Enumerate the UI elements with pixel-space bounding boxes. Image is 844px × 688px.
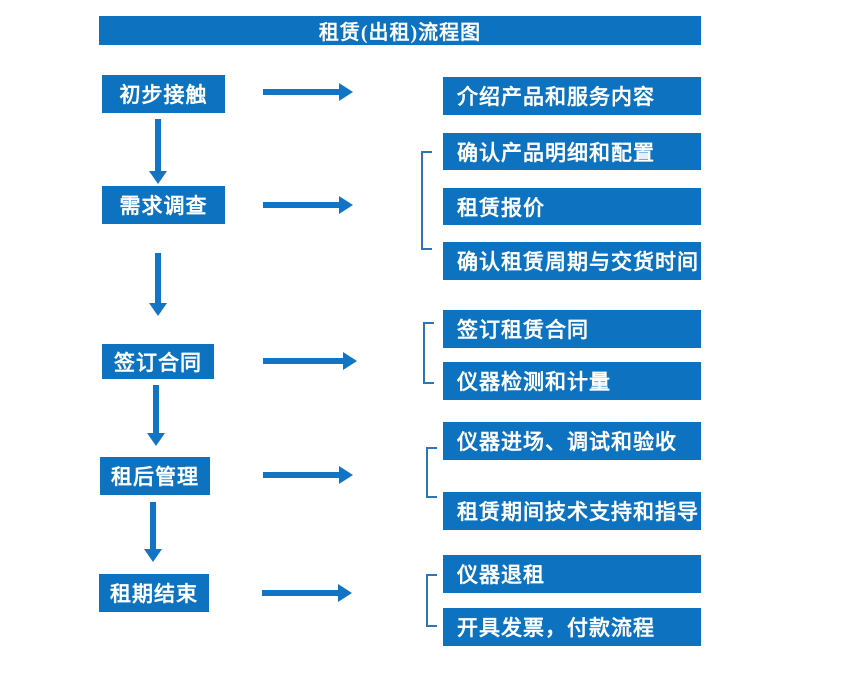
detail-box-rental-quotation: 租赁报价 — [443, 188, 701, 225]
detail-box-confirm-product-details: 确认产品明细和配置 — [443, 133, 701, 170]
step-box-initial-contact: 初步接触 — [102, 75, 225, 113]
arrow-head-icon — [144, 549, 162, 562]
right-arrow-demand-survey — [263, 196, 353, 214]
arrow-head-icon — [149, 171, 167, 184]
arrow-shaft — [263, 202, 339, 208]
arrow-shaft — [155, 253, 161, 303]
arrow-shaft — [263, 89, 339, 95]
detail-box-instrument-setup-acceptance: 仪器进场、调试和验收 — [443, 422, 701, 460]
arrow-head-icon — [339, 196, 353, 214]
arrow-shaft — [150, 502, 156, 549]
arrow-head-icon — [343, 352, 357, 370]
arrow-shaft — [153, 385, 159, 433]
down-arrow-2 — [149, 253, 167, 316]
right-arrow-post-rental-management — [263, 466, 353, 484]
detail-box-introduce-products: 介绍产品和服务内容 — [443, 77, 701, 115]
step-box-post-rental-management: 租后管理 — [100, 457, 210, 495]
arrow-head-icon — [338, 584, 352, 602]
arrow-head-icon — [149, 303, 167, 316]
detail-box-invoice-payment: 开具发票，付款流程 — [443, 608, 701, 646]
flowchart-title: 租赁(出租)流程图 — [99, 16, 701, 45]
detail-box-sign-rental-contract: 签订租赁合同 — [443, 310, 701, 348]
arrow-head-icon — [339, 83, 353, 101]
step-box-demand-survey: 需求调查 — [102, 186, 225, 224]
arrow-shaft — [155, 119, 161, 171]
detail-box-instrument-testing: 仪器检测和计量 — [443, 362, 701, 400]
arrow-shaft — [263, 472, 339, 478]
detail-box-confirm-rental-period: 确认租赁周期与交货时间 — [443, 242, 701, 280]
detail-box-instrument-return: 仪器退租 — [443, 555, 701, 593]
step-box-rental-end: 租期结束 — [99, 574, 209, 612]
down-arrow-1 — [149, 119, 167, 184]
right-arrow-rental-end — [262, 584, 352, 602]
arrow-head-icon — [339, 466, 353, 484]
bracket-sign-contract-group — [423, 322, 434, 384]
bracket-demand-survey-group — [421, 151, 432, 250]
bracket-post-rental-group — [426, 447, 437, 498]
arrow-shaft — [262, 590, 338, 596]
right-arrow-sign-contract — [263, 352, 357, 370]
right-arrow-initial-contact — [263, 83, 353, 101]
arrow-head-icon — [147, 433, 165, 446]
detail-box-technical-support: 租赁期间技术支持和指导 — [443, 492, 701, 530]
arrow-shaft — [263, 358, 343, 364]
bracket-rental-end-group — [426, 574, 437, 627]
step-box-sign-contract: 签订合同 — [102, 344, 214, 379]
down-arrow-3 — [147, 385, 165, 446]
down-arrow-4 — [144, 502, 162, 562]
